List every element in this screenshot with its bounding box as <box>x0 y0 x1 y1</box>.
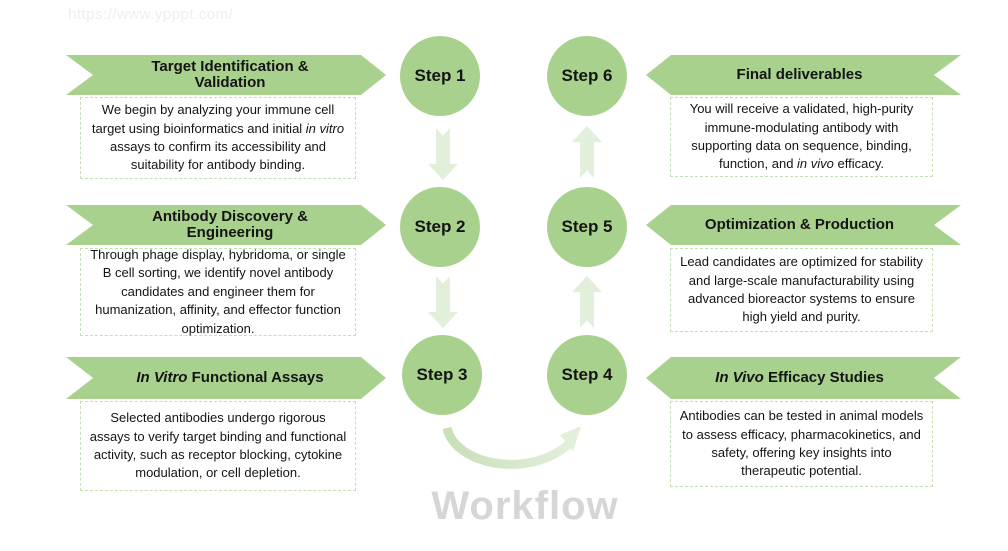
banner-title: Antibody Discovery & Engineering <box>152 207 308 241</box>
banner-title: Final deliverables <box>736 65 863 83</box>
banner-in-vitro-functional-assays: In Vitro Functional Assays <box>66 357 386 399</box>
step-circle-6: Step 6 <box>547 36 627 116</box>
banner-title: In Vivo Efficacy Studies <box>715 368 884 386</box>
banner-title: Target Identification & Validation <box>151 57 309 91</box>
step-label: Step 6 <box>561 66 613 85</box>
step-circle-5: Step 5 <box>547 187 627 267</box>
banner-target-identification-validation: Target Identification & Validation <box>66 55 386 95</box>
arrow-up-step4-step5-icon <box>572 276 602 328</box>
description-text: Selected antibodies undergo rigorous ass… <box>89 410 347 481</box>
arrow-down-step1-step2-icon <box>428 128 458 180</box>
step-circle-2: Step 2 <box>400 187 480 267</box>
step-label: Step 2 <box>414 217 466 236</box>
banner-antibody-discovery-engineering: Antibody Discovery & Engineering <box>66 205 386 245</box>
description-box-in-vivo-efficacy: Antibodies can be tested in animal model… <box>670 401 933 487</box>
description-text: Antibodies can be tested in animal model… <box>679 408 924 479</box>
description-text: We begin by analyzing your immune cell t… <box>91 102 345 173</box>
step-label: Step 3 <box>416 365 468 384</box>
description-box-target-identification: We begin by analyzing your immune cell t… <box>80 97 356 179</box>
step-label: Step 4 <box>561 365 613 384</box>
description-text: Through phage display, hybridoma, or sin… <box>90 246 346 336</box>
banner-optimization-production: Optimization & Production <box>646 205 961 245</box>
description-text: Lead candidates are optimized for stabil… <box>680 254 923 325</box>
curved-arrow-step3-step4-icon <box>430 415 595 480</box>
description-box-final-deliverables: You will receive a validated, high-purit… <box>670 97 933 177</box>
description-box-in-vitro-assays: Selected antibodies undergo rigorous ass… <box>80 401 356 491</box>
banner-final-deliverables: Final deliverables <box>646 55 961 95</box>
step-circle-3: Step 3 <box>402 335 482 415</box>
step-circle-1: Step 1 <box>400 36 480 116</box>
step-circle-4: Step 4 <box>547 335 627 415</box>
description-box-antibody-discovery: Through phage display, hybridoma, or sin… <box>80 246 356 336</box>
workflow-title: Workflow <box>431 484 619 528</box>
description-text: You will receive a validated, high-purit… <box>689 101 914 172</box>
watermark-url: https://www.ypppt.com/ <box>68 6 234 23</box>
banner-title: In Vitro Functional Assays <box>136 368 324 386</box>
step-label: Step 1 <box>414 66 466 85</box>
banner-in-vivo-efficacy-studies: In Vivo Efficacy Studies <box>646 357 961 399</box>
description-box-optimization-production: Lead candidates are optimized for stabil… <box>670 248 933 332</box>
step-label: Step 5 <box>561 217 613 236</box>
arrow-down-step2-step3-icon <box>428 276 458 328</box>
arrow-up-step5-step6-icon <box>572 126 602 178</box>
banner-title: Optimization & Production <box>704 215 895 233</box>
